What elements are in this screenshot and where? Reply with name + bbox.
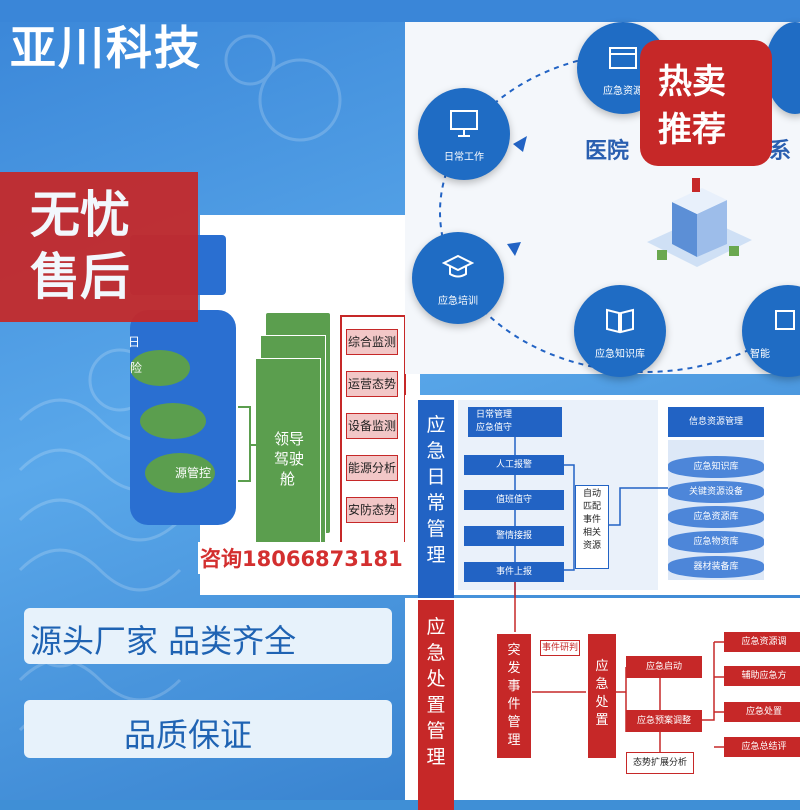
service-badge-line2: 售后 (30, 248, 130, 306)
node-label: 应急知识库 (595, 349, 645, 360)
book-icon (606, 308, 634, 334)
dispose-title-char: 置 (426, 694, 446, 716)
step-emergency-start: 应急启动 (626, 656, 702, 678)
pink-item-0: 综合监测 (346, 329, 398, 355)
hospital-building-icon (647, 178, 752, 267)
monitor-icon (450, 110, 478, 137)
pink-item-4: 安防态势 (346, 497, 398, 523)
contact-phone[interactable]: 咨询18066873181 (198, 542, 405, 574)
leader-line-2: 驾驶 (274, 450, 305, 468)
step-alert-receive: 警情接报 (464, 526, 564, 546)
dispose-title-char: 管 (426, 720, 446, 742)
green-label-2: 源管控 (174, 466, 211, 480)
service-badge: 无忧 售后 (0, 172, 198, 322)
response-char: 处 (595, 695, 609, 710)
leader-line-1: 领导 (274, 430, 305, 448)
brand-logo-text: 亚川科技 (10, 21, 202, 75)
graduation-cap-icon (442, 254, 474, 278)
dispose-title-char: 应 (426, 616, 446, 638)
node-label: 智能 (750, 349, 770, 360)
cycle-title-left: 医院 (585, 139, 630, 164)
hot-badge-line2: 推荐 (658, 110, 726, 150)
daily-header-box: 日常管理 应急值守 (468, 407, 562, 437)
green-ellipse-1: 险 (130, 350, 190, 386)
library-materials: 应急物资库 (668, 531, 764, 553)
response-box: 应 急 处 置 (588, 634, 616, 758)
hot-badge: 热卖 推荐 (640, 40, 772, 166)
event-char: 发 (507, 661, 521, 676)
step-manual-alarm: 人工报警 (464, 455, 564, 475)
service-badge-line1: 无忧 (30, 186, 130, 244)
step-event-report: 事件上报 (464, 562, 564, 582)
daily-title-char: 理 (426, 544, 446, 566)
response-char: 应 (595, 659, 609, 674)
leader-box: 领导 驾驶 舱 (255, 358, 321, 550)
daily-title-char: 日 (426, 466, 446, 488)
event-char: 管 (507, 715, 521, 730)
sudden-event-box: 突 发 事 件 管 理 (497, 634, 531, 758)
top-strip (0, 0, 800, 22)
pink-item-3: 能源分析 (346, 455, 398, 481)
event-char: 突 (507, 643, 521, 658)
node-label: 应急资源 (603, 86, 643, 97)
node-label: 日常工作 (444, 152, 484, 163)
auto-match-box: 自动 匹配 事件 相关 资源 (575, 485, 609, 569)
step-situation-analysis: 态势扩展分析 (626, 752, 694, 774)
diagram-panel: 险 源管控 日 领导 驾驶 舱 综合监测 运营态势 设备监测 能源分析 安防态势 (128, 215, 420, 595)
daily-title-char: 常 (426, 492, 446, 514)
node-knowledge-base[interactable]: 应急知识库 (574, 285, 666, 377)
auto-match-connectors (564, 464, 668, 571)
response-char: 急 (595, 677, 609, 692)
box-icon (609, 47, 637, 69)
right-item-2: 应急处置 (724, 702, 800, 722)
info-resource-header: 信息资源管理 (668, 407, 764, 437)
dispose-title-char: 理 (426, 746, 446, 768)
smart-icon (775, 310, 795, 330)
leader-line-3: 舱 (280, 470, 296, 488)
daily-flow-arrows (514, 437, 516, 597)
node-daily-work[interactable]: 日常工作 (418, 88, 510, 180)
daily-title-char: 急 (426, 440, 446, 462)
pill-quality-text: 品质保证 (124, 716, 253, 754)
library-knowledge: 应急知识库 (668, 456, 764, 478)
event-char: 理 (507, 733, 521, 748)
green-ellipse-2 (140, 403, 206, 439)
dispose-title-char: 急 (426, 642, 446, 664)
daily-title-char: 应 (426, 414, 446, 436)
event-judgement-label: 事件研判 (540, 640, 580, 656)
right-item-3: 应急总结评 (724, 737, 800, 757)
right-item-1: 辅助应急方 (724, 666, 800, 686)
pill-source: 源头厂家 品类齐全 (24, 608, 392, 664)
right-item-0: 应急资源调 (724, 632, 800, 652)
bracket-connector (238, 406, 258, 482)
library-equipment: 器材装备库 (668, 556, 764, 578)
pink-item-1: 运营态势 (346, 371, 398, 397)
dispose-title-char: 处 (426, 668, 446, 690)
step-on-duty: 值班值守 (464, 490, 564, 510)
leader-box-text: 领导 驾驶 舱 (274, 429, 304, 489)
green-label-1: 险 (130, 361, 143, 375)
response-char: 置 (595, 713, 609, 728)
node-training[interactable]: 应急培训 (412, 232, 504, 324)
daily-title-char: 管 (426, 518, 446, 540)
step-plan-adjust: 应急预案调整 (626, 710, 702, 732)
library-emergency-resources: 应急资源库 (668, 506, 764, 528)
pill-source-text: 源头厂家 品类齐全 (30, 622, 297, 660)
dispose-flow-arrows (514, 582, 724, 752)
hot-badge-line1: 热卖 (658, 62, 726, 102)
daily-title-box: 应 急 日 常 管 理 (418, 400, 454, 602)
library-key-resources: 关键资源设备 (668, 481, 764, 503)
pill-quality: 品质保证 (24, 700, 392, 758)
green-ellipse-3: 源管控 (145, 453, 215, 493)
node-label: 应急培训 (438, 296, 478, 307)
pink-item-2: 设备监测 (346, 413, 398, 439)
green-label-0: 日 (128, 335, 141, 349)
dispose-title-box: 应 急 处 置 管 理 (418, 600, 454, 810)
event-char: 事 (507, 679, 521, 694)
event-char: 件 (507, 697, 521, 712)
